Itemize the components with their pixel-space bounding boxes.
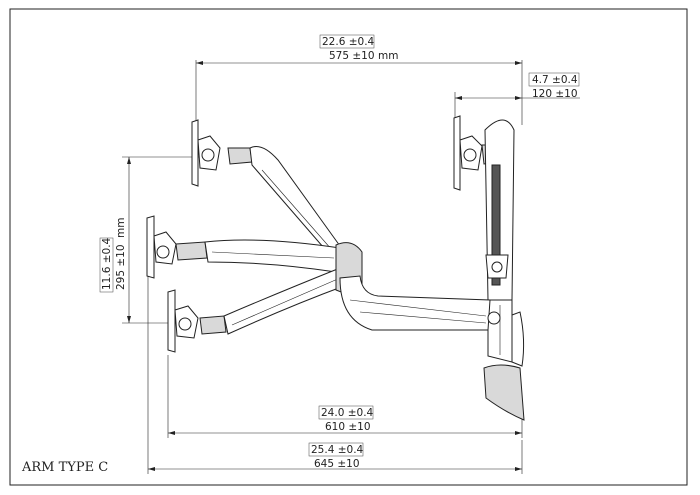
wall-offset-inch: 4.7 ±0.4 [532, 74, 578, 86]
reach-min-inch: 24.0 ±0.4 [321, 407, 374, 419]
top-width-unit: mm [378, 50, 398, 62]
dimension-reach-min: 24.0 ±0.4 610 ±10 [167, 355, 523, 438]
dimension-wall-offset: 4.7 ±0.4 120 ±10 [454, 72, 580, 120]
monitor-middle [146, 215, 341, 279]
wall-offset-mm: 120 ±10 [532, 88, 578, 100]
reach-min-mm: 610 ±10 [325, 421, 371, 433]
reach-max-mm: 645 ±10 [314, 458, 360, 470]
monitor-top [191, 119, 341, 256]
dimension-reach-max: 25.4 ±0.4 645 ±10 [147, 275, 523, 474]
reach-max-inch: 25.4 ±0.4 [311, 444, 364, 456]
vertical-mm: 295 ±10 [115, 244, 127, 290]
top-width-inch: 22.6 ±0.4 [322, 36, 375, 48]
monitor-bottom [167, 267, 345, 353]
dimension-top-width: 22.6 ±0.4 575 ±10 mm [195, 34, 523, 125]
lower-arm [335, 242, 501, 331]
top-width-mm: 575 ±10 [329, 50, 375, 62]
dimension-vertical: 11.6 ±0.4 295 ±10 mm [99, 156, 200, 324]
vertical-unit: mm [115, 218, 127, 238]
monitor-upright [453, 115, 515, 301]
drawing-frame [9, 8, 688, 486]
vertical-inch: 11.6 ±0.4 [101, 237, 113, 290]
arm-type-title: ARM TYPE C [21, 460, 108, 475]
